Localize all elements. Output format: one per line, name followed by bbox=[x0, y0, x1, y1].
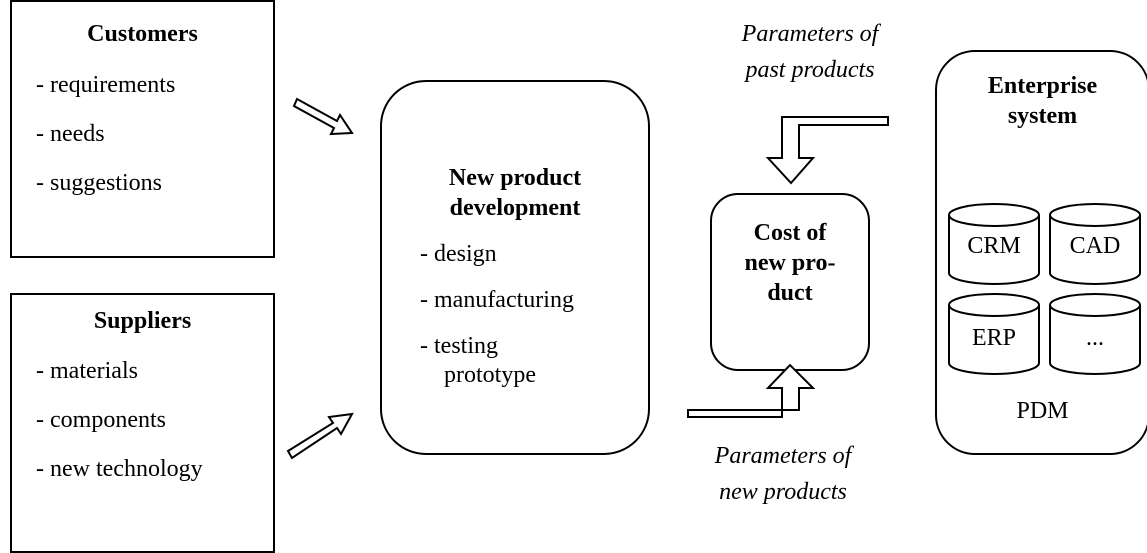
suppliers-item-materials: - materials bbox=[36, 358, 138, 384]
customers-item-suggestions: - suggestions bbox=[36, 170, 162, 196]
cost-line2: new pro- bbox=[744, 250, 836, 276]
customers-title: Customers bbox=[87, 21, 198, 47]
arrow-suppliers-to-npd bbox=[286, 412, 354, 460]
npd-item-manufacturing: - manufacturing bbox=[420, 287, 574, 313]
npd-item-design: - design bbox=[420, 241, 497, 267]
cost-line1: Cost of bbox=[753, 220, 827, 246]
npd-item-testing: - testing bbox=[420, 333, 498, 359]
crm-database-icon: CRM bbox=[947, 202, 1041, 286]
new-product-development-box: New product development - design - manuf… bbox=[380, 80, 650, 455]
suppliers-title: Suppliers bbox=[93, 308, 192, 334]
crm-label: CRM bbox=[967, 233, 1021, 259]
npd-item-prototype: prototype bbox=[444, 362, 536, 388]
customers-box: Customers - requirements - needs - sugge… bbox=[10, 0, 275, 258]
enterprise-title-line1: Enterprise bbox=[987, 73, 1098, 99]
pdm-label: PDM bbox=[1016, 398, 1069, 424]
customers-item-requirements: - requirements bbox=[36, 72, 176, 98]
arrow-past-params-to-cost bbox=[765, 116, 889, 185]
suppliers-item-new-technology: - new technology bbox=[36, 456, 203, 482]
cad-database-icon: CAD bbox=[1048, 202, 1142, 286]
arrows-layer bbox=[286, 97, 889, 460]
other-database-icon: ... bbox=[1048, 292, 1142, 376]
erp-database-icon: ERP bbox=[947, 292, 1041, 376]
suppliers-item-components: - components bbox=[36, 407, 166, 433]
erp-label: ERP bbox=[971, 325, 1016, 351]
other-db-label: ... bbox=[1086, 325, 1104, 351]
npd-title-line1: New product bbox=[448, 165, 582, 191]
npd-title-line2: development bbox=[449, 195, 581, 221]
new-params-line1: Parameters of bbox=[714, 443, 852, 469]
cad-label: CAD bbox=[1069, 233, 1121, 259]
arrow-new-params-to-cost bbox=[687, 363, 816, 418]
past-params-line2: past products bbox=[745, 57, 875, 83]
arrow-customers-to-npd bbox=[292, 97, 354, 136]
enterprise-system-box: Enterprise system CRM CAD ERP ... PDM bbox=[935, 50, 1147, 455]
customers-item-needs: - needs bbox=[36, 121, 105, 147]
enterprise-title-line2: system bbox=[1007, 103, 1078, 129]
cost-of-new-product-box: Cost of new pro- duct bbox=[710, 193, 870, 371]
new-params-line2: new products bbox=[719, 479, 847, 505]
past-params-line1: Parameters of bbox=[741, 21, 879, 47]
cost-line3: duct bbox=[767, 280, 813, 306]
suppliers-box: Suppliers - materials - components - new… bbox=[10, 293, 275, 553]
